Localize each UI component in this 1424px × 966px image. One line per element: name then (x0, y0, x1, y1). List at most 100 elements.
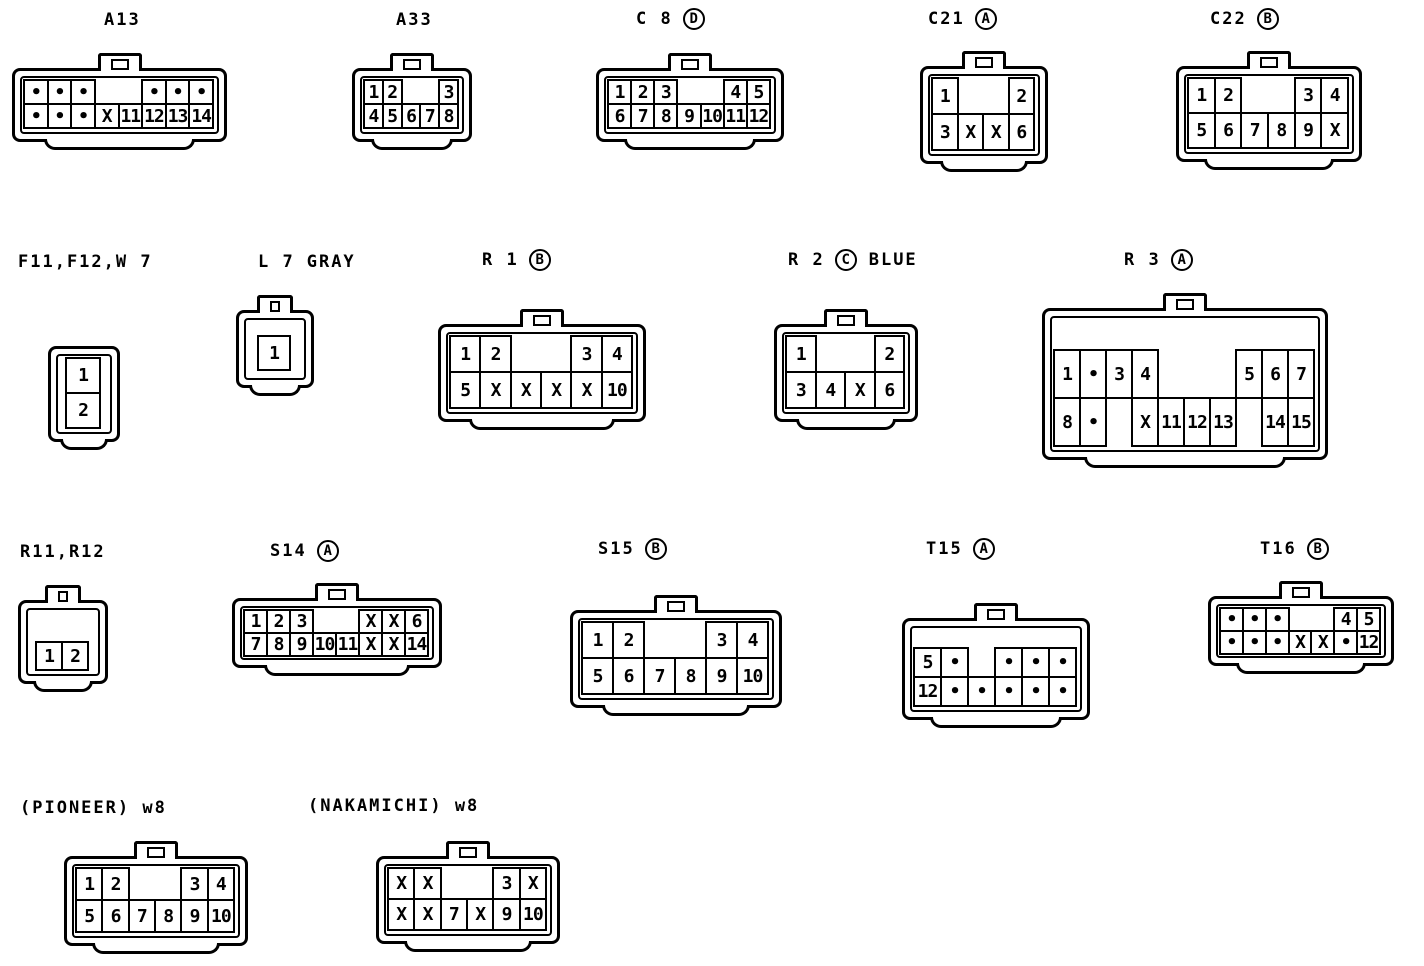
pin-cell: 1 (931, 77, 959, 115)
variant-badge: D (682, 8, 705, 30)
pin-cell: 1 (581, 621, 614, 659)
pin-cell: 5 (449, 371, 482, 409)
pin-cell: 4 (736, 621, 769, 659)
label-text: S15 (598, 539, 635, 559)
pin-cell: 5 (913, 647, 942, 678)
latch (45, 585, 81, 603)
pin-cell: 6 (612, 657, 645, 695)
latch (824, 309, 868, 327)
pin-cell: 1 (449, 335, 482, 373)
pin-cell: 3 (705, 621, 738, 659)
pin-cell: 3 (1105, 349, 1133, 399)
variant-badge: B (528, 249, 551, 271)
pin-cell: 3 (492, 867, 521, 900)
pin-cell: • (1021, 647, 1050, 678)
pin-cell: 7 (643, 657, 676, 695)
pin-cell: X (93, 103, 120, 129)
latch (446, 841, 490, 859)
variant-badge: A (316, 540, 339, 562)
pin-cell: • (188, 79, 214, 105)
pin-cell: 8 (674, 657, 707, 695)
latch (134, 841, 178, 859)
pin-cell: 14 (404, 632, 429, 657)
pin-cell: • (940, 676, 969, 707)
pin-cell: 10 (736, 657, 769, 695)
label-text: C 8 (636, 9, 673, 29)
pin-cell: 3 (653, 79, 679, 105)
pin-cell: X (1131, 397, 1159, 447)
pin-cell: X (381, 632, 406, 657)
pin-cell: 7 (243, 632, 268, 657)
pin-cell: 5 (75, 899, 104, 933)
pin-cell: 4 (363, 103, 384, 129)
pin-cell: 5 (581, 657, 614, 695)
label-text: T16 (1260, 539, 1297, 559)
pin-cell: 2 (1007, 77, 1035, 115)
pin-cell: 9 (180, 899, 209, 933)
pin-cell: 1 (1053, 349, 1081, 399)
label-text: T15 (926, 539, 963, 559)
pin-cell: 7 (439, 898, 468, 931)
pin-cell: • (1048, 676, 1077, 707)
pin-cell: • (1241, 630, 1267, 655)
pin-cell: 4 (722, 79, 748, 105)
pin-cell: 2 (1213, 77, 1243, 114)
pin-cell: 6 (1007, 113, 1035, 151)
pin-cell: 4 (1320, 77, 1349, 114)
variant-badge: A (1170, 249, 1193, 271)
pin-cell: 3 (931, 113, 959, 151)
pin-cell: • (967, 676, 996, 707)
pin-cell: • (1048, 647, 1077, 678)
color-note: BLUE (868, 250, 918, 270)
pin-cell: 11 (117, 103, 144, 129)
latch (654, 595, 698, 613)
pin-cell: 2 (65, 392, 101, 429)
pin-cell: X (1287, 630, 1313, 655)
pin-cell: 2 (101, 867, 130, 901)
pin-cell: 7 (1240, 112, 1269, 149)
pin-cell: 10 (206, 899, 235, 933)
pin-cell: • (1079, 397, 1107, 447)
pin-cell: 9 (676, 103, 702, 129)
pin-cell: • (70, 79, 96, 105)
pin-cell: 11 (722, 103, 748, 129)
pin-cell: 3 (438, 79, 459, 105)
variant-badge: B (644, 538, 667, 560)
pin-cell: • (46, 103, 73, 129)
pin-cell: 2 (479, 335, 512, 373)
pin-cell: • (70, 103, 96, 129)
pin-cell: 1 (363, 79, 384, 105)
pin-cell: 1 (785, 335, 817, 373)
label-text: (PIONEER) w8 (20, 798, 167, 818)
pin-cell: X (466, 898, 495, 931)
pin-cell: 2 (873, 335, 905, 373)
variant-badge: B (1256, 8, 1279, 30)
pin-cell: X (358, 609, 383, 634)
pin-cell: 1 (35, 641, 63, 671)
pin-cell: 5 (745, 79, 771, 105)
pin-cell: • (940, 647, 969, 678)
label-text: S14 (270, 541, 307, 561)
pin-cell: • (1264, 630, 1290, 655)
pin-cell: • (1219, 607, 1244, 632)
connector-t15: 5••••12••••• (902, 603, 1090, 728)
pin-cell: 4 (1333, 607, 1359, 632)
pin-cell: X (509, 371, 542, 409)
pin-cell: 7 (419, 103, 441, 129)
